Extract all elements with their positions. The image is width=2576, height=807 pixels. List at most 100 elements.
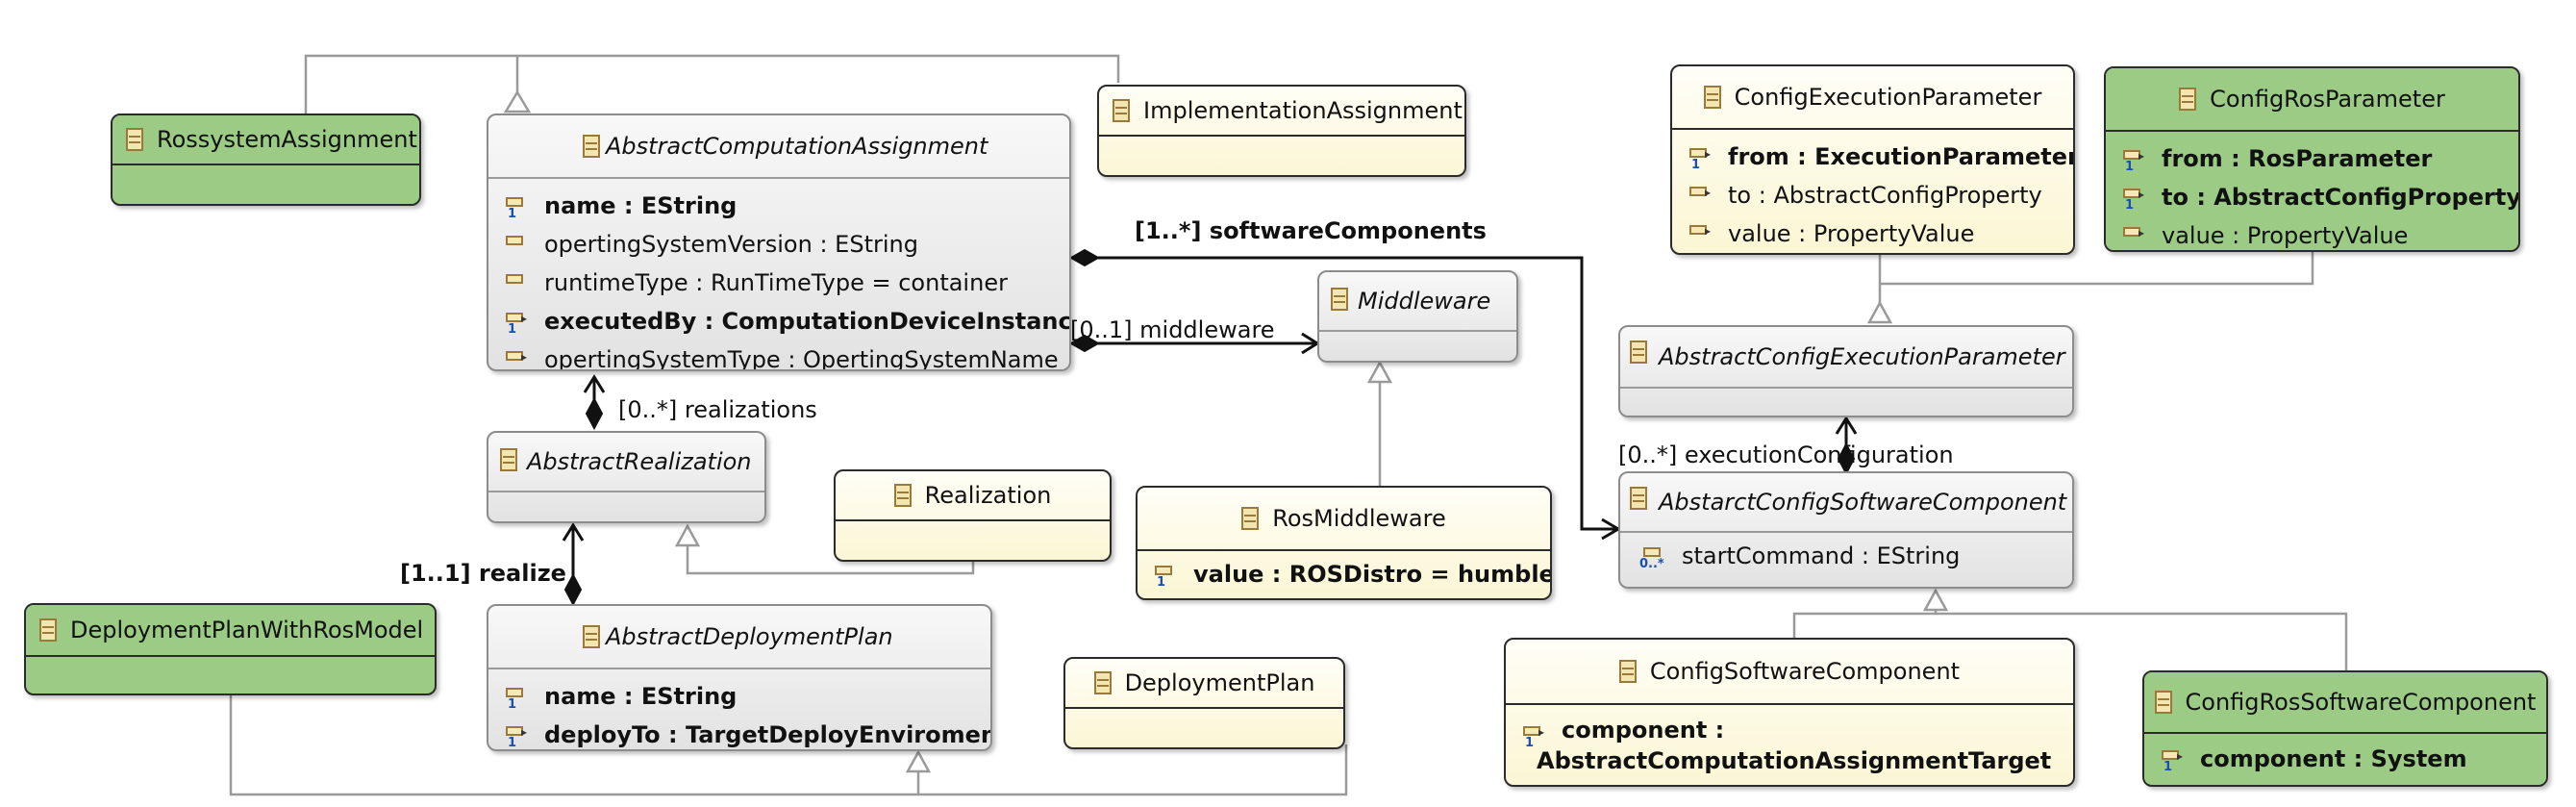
class-abstract-realization[interactable]: AbstractRealization — [487, 431, 766, 523]
class-config-software-component[interactable]: ConfigSoftwareComponent ▸1 component : A… — [1504, 638, 2075, 787]
class-abstract-config-software-component[interactable]: AbstarctConfigSoftwareComponent 0..*star… — [1618, 471, 2074, 589]
attribute-icon: 1 — [506, 682, 533, 711]
generalization-arrowhead-abstractrealization — [674, 523, 701, 547]
reference-row: ▸value : PropertyValue — [2106, 216, 2518, 250]
reference-icon: ▸ — [2123, 221, 2150, 250]
abstract-eclass-icon — [583, 625, 600, 648]
composition-diamond-executionconfiguration — [1837, 441, 1856, 476]
generalization-rossystem-to-aca — [304, 54, 1120, 113]
nav-arrow-realize — [562, 522, 585, 542]
class-header: AbstarctConfigSoftwareComponent — [1620, 473, 2072, 533]
attribute-icon: 0..* — [1639, 542, 1670, 570]
class-name: AbstractDeploymentPlan — [606, 623, 893, 650]
class-deployment-plan[interactable]: DeploymentPlan — [1063, 657, 1345, 749]
attribute-icon: 1 — [506, 191, 533, 220]
class-header: RosMiddleware — [1138, 488, 1550, 551]
class-realization[interactable]: Realization — [834, 469, 1112, 562]
label-middleware: [0..1] middleware — [1070, 316, 1275, 343]
abstract-eclass-icon — [500, 448, 517, 471]
class-name: AbstractComputationAssignment — [606, 133, 988, 160]
class-name: ConfigRosParameter — [2210, 86, 2445, 113]
class-header: ConfigRosParameter — [2106, 68, 2518, 132]
reference-row: ▸to : AbstractConfigProperty — [1672, 176, 2073, 214]
generalization-configrossw-to-abstractconfigsw — [1936, 612, 2348, 670]
attribute-list: 0..*startCommand : EString — [1620, 533, 2072, 581]
class-name: ImplementationAssignment — [1143, 97, 1463, 124]
class-name: Realization — [924, 482, 1052, 509]
class-name: ConfigSoftwareComponent — [1649, 658, 1961, 685]
class-deployment-plan-with-ros-model[interactable]: DeploymentPlanWithRosModel — [24, 603, 437, 695]
eclass-icon — [1618, 660, 1637, 683]
class-header: Realization — [836, 471, 1110, 521]
class-name: ConfigExecutionParameter — [1734, 84, 2042, 111]
class-header: Middleware — [1319, 272, 1516, 332]
generalization-arrowhead-abstractdeployment — [905, 749, 932, 773]
generalization-configros-to-abstractconfigexec — [1880, 252, 2314, 286]
reference-icon: ▸1 — [2123, 188, 2145, 213]
reference-icon: ▸1 — [2123, 149, 2145, 174]
class-header: ConfigExecutionParameter — [1672, 66, 2073, 130]
label-realize: [1..1] realize — [400, 560, 566, 587]
generalization-arrowhead-aca — [503, 89, 532, 113]
attribute-row: opertingSystemVersion : EString — [488, 225, 1069, 264]
abstract-eclass-icon — [1630, 340, 1647, 364]
eclass-icon — [893, 484, 912, 507]
class-middleware[interactable]: Middleware — [1317, 270, 1518, 363]
class-header: RossystemAssignment — [113, 115, 419, 165]
attribute-list: ▸1 component : AbstractComputationAssign… — [1506, 705, 2073, 782]
class-name: DeploymentPlanWithRosModel — [70, 617, 424, 643]
attribute-icon — [506, 230, 533, 259]
reference-icon: ▸ — [1689, 181, 1716, 210]
class-implementation-assignment[interactable]: ImplementationAssignment — [1097, 85, 1466, 177]
reference-icon: ▸1 — [1523, 725, 1545, 750]
eclass-icon — [2154, 691, 2172, 714]
class-header: ImplementationAssignment — [1099, 87, 1464, 137]
abstract-eclass-icon — [1630, 487, 1647, 510]
label-realizations: [0..*] realizations — [618, 396, 817, 423]
reference-icon: ▸1 — [2162, 749, 2184, 774]
composition-diamond-realizations — [585, 396, 604, 431]
eclass-icon — [1241, 507, 1260, 530]
composition-diamond-softwarecomponents — [1068, 248, 1101, 267]
attribute-row: 0..*startCommand : EString — [1639, 542, 1961, 571]
class-header: ConfigRosSoftwareComponent — [2144, 672, 2546, 734]
abstract-eclass-icon — [583, 135, 600, 158]
generalization-realization-to-abstractrealization — [686, 528, 975, 575]
nav-arrow-executionconfiguration — [1835, 416, 1858, 435]
class-header: AbstractConfigExecutionParameter — [1620, 327, 2072, 389]
reference-icon: ▸1 — [1689, 147, 1712, 172]
eclass-icon — [39, 618, 57, 642]
abstract-eclass-icon — [1331, 288, 1348, 311]
generalization-configsw-to-abstractconfigsw — [1792, 594, 1938, 638]
class-abstract-config-execution-parameter[interactable]: AbstractConfigExecutionParameter — [1618, 325, 2074, 417]
composition-diamond-middleware — [1068, 334, 1101, 353]
composition-diamond-realize — [563, 572, 583, 607]
class-header: AbstractRealization — [488, 433, 764, 492]
reference-row: ▸1 component : AbstractComputationAssign… — [1523, 717, 2052, 774]
class-rossystem-assignment[interactable]: RossystemAssignment — [111, 113, 421, 206]
class-name: AbstarctConfigSoftwareComponent — [1659, 489, 2067, 516]
attribute-row: runtimeType : RunTimeType = container — [488, 264, 1069, 302]
class-name: AbstractConfigExecutionParameter — [1659, 343, 2065, 370]
class-name: AbstractRealization — [527, 448, 752, 475]
class-header: AbstractDeploymentPlan — [488, 606, 990, 669]
